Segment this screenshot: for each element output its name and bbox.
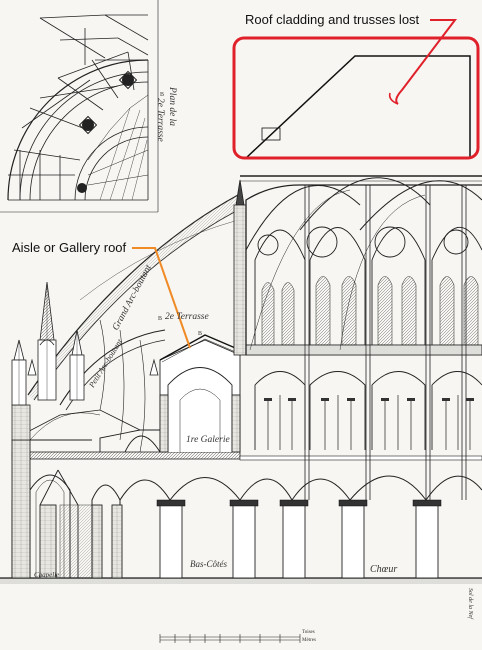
triforium-capitals (264, 398, 474, 401)
gallery-letter-b: B (198, 331, 203, 337)
buttress-hatch (28, 195, 238, 400)
triforium-colonnettes (267, 395, 471, 450)
clerestory-lancets (261, 276, 479, 346)
terrasse-letter-b: B (158, 316, 163, 322)
high-vaults (245, 177, 482, 351)
choeur-label: Chœur (370, 564, 398, 575)
aisle-roof (159, 334, 241, 363)
ground-arcade (29, 474, 482, 578)
scale-units-top: Toises (302, 630, 315, 635)
plan-inset (0, 0, 159, 213)
side-note-label: Sol de la Nef (467, 588, 473, 619)
aisle-floor-beam (11, 451, 482, 461)
roof-lost-annotation: Roof cladding and trusses lost (245, 12, 420, 27)
pier-capitals (156, 499, 442, 507)
chapel (11, 439, 93, 579)
red-annotation (232, 19, 480, 160)
orange-annotation (132, 247, 191, 349)
ground-line (0, 577, 482, 584)
plan-piers (77, 70, 138, 193)
vault-shafts (304, 185, 467, 500)
triforium (245, 344, 482, 450)
scale-units-bottom: Mètres (302, 638, 316, 643)
plan-label-line2: 2e Terrasse (155, 98, 165, 142)
clerestory-windows (254, 226, 482, 345)
aisle-roof-annotation: Aisle or Gallery roof (12, 240, 127, 255)
gallery-level (99, 339, 241, 453)
chapelle-label: Chapelle (34, 571, 60, 579)
bas-cotes-label: Bas-Côtés (190, 559, 227, 569)
lost-roof-outline (245, 55, 471, 159)
scale-bar (159, 634, 301, 643)
side-aisle-roof (11, 404, 141, 441)
plan-label-line1: Plan de la (167, 87, 177, 127)
terrasse-label: 2e Terrasse (165, 312, 209, 322)
plan-letter-b: B (160, 92, 165, 98)
pinnacle-details (18, 285, 78, 405)
galerie-label: 1re Galerie (186, 435, 230, 445)
